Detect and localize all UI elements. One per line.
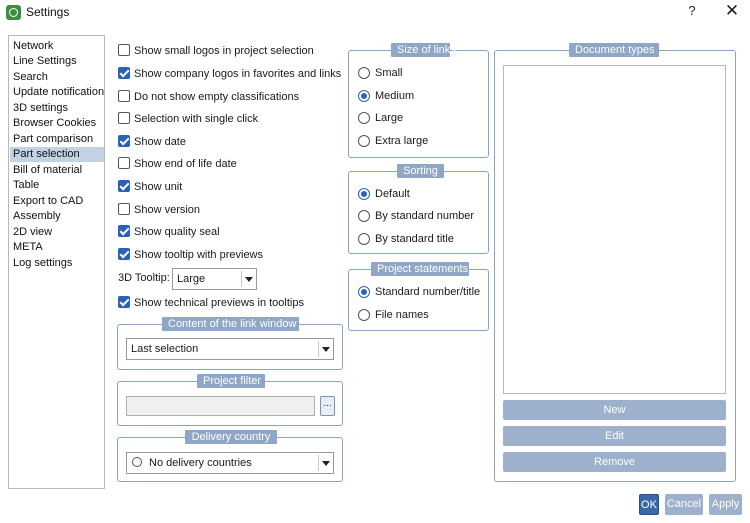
project-filter-group: Project filter ...	[117, 374, 343, 426]
radio-label: Default	[375, 188, 410, 200]
checkbox-label: Show version	[134, 204, 201, 216]
apply-button[interactable]: Apply	[709, 494, 742, 515]
size-of-links-group: Size of links Small Medium Large Extra l…	[348, 43, 489, 158]
link-window-value: Last selection	[131, 343, 199, 355]
checkbox-box[interactable]	[118, 67, 130, 79]
group-title: Project filter	[197, 374, 265, 388]
checkbox-box[interactable]	[118, 157, 130, 169]
radio-label: Small	[375, 67, 403, 79]
checkbox-label: Do not show empty classifications	[134, 91, 300, 103]
radio-label: File names	[375, 309, 429, 321]
checkbox-label: Show technical previews in tooltips	[134, 297, 304, 309]
country-icon	[132, 457, 142, 467]
nav-item-search[interactable]: Search	[13, 71, 48, 83]
nav-item-line-settings[interactable]: Line Settings	[13, 55, 77, 67]
checkbox-box[interactable]	[118, 90, 130, 102]
ok-button[interactable]: OK	[639, 494, 659, 515]
delivery-country-select[interactable]: No delivery countries	[126, 452, 334, 474]
nav-item-bill-of-material[interactable]: Bill of material	[13, 164, 83, 176]
checkbox-box[interactable]	[118, 44, 130, 56]
checkbox-label: Show quality seal	[134, 226, 220, 238]
checkbox-label: Show small logos in project selection	[134, 45, 314, 57]
checkbox-box[interactable]	[118, 296, 130, 308]
radio-button[interactable]	[358, 286, 370, 298]
radio-label: By standard number	[375, 210, 475, 222]
radio-button[interactable]	[358, 233, 370, 245]
group-title: Project statements	[371, 262, 469, 276]
chevron-down-icon[interactable]	[318, 455, 332, 471]
project-filter-input[interactable]	[126, 396, 315, 416]
radio-label: By standard title	[375, 233, 454, 245]
radio-button[interactable]	[358, 188, 370, 200]
nav-item-2d-view[interactable]: 2D view	[13, 226, 53, 238]
sorting-group: Sorting Default By standard number By st…	[348, 164, 489, 254]
group-title: Delivery country	[185, 430, 277, 444]
radio-label: Medium	[375, 90, 415, 102]
checkbox-label: Show tooltip with previews	[134, 249, 264, 261]
checkbox-box[interactable]	[118, 135, 130, 147]
project-statements-group: Project statements Standard number/title…	[348, 262, 489, 331]
nav-item-log-settings[interactable]: Log settings	[13, 257, 73, 269]
radio-button[interactable]	[358, 112, 370, 124]
nav-item-network[interactable]: Network	[13, 40, 54, 52]
delivery-country-group: Delivery country No delivery countries	[117, 430, 343, 482]
checkbox-box[interactable]	[118, 203, 130, 215]
checkbox-box[interactable]	[118, 225, 130, 237]
radio-button[interactable]	[358, 309, 370, 321]
window-title: Settings	[26, 5, 70, 19]
nav-item-meta[interactable]: META	[13, 241, 43, 253]
checkbox-box[interactable]	[118, 112, 130, 124]
settings-category-list[interactable]: Network Line Settings Search Update noti…	[8, 35, 105, 489]
cancel-button[interactable]: Cancel	[665, 494, 703, 515]
radio-button[interactable]	[358, 135, 370, 147]
nav-item-table[interactable]: Table	[13, 179, 40, 191]
group-title: Content of the link window	[162, 317, 299, 331]
radio-button[interactable]	[358, 210, 370, 222]
checkbox-box[interactable]	[118, 248, 130, 260]
nav-item-assembly[interactable]: Assembly	[13, 210, 61, 222]
chevron-down-icon[interactable]	[318, 341, 332, 357]
radio-button[interactable]	[358, 90, 370, 102]
radio-button[interactable]	[358, 67, 370, 79]
checkbox-box[interactable]	[118, 180, 130, 192]
checkbox-label: Selection with single click	[134, 113, 259, 125]
nav-item-part-comparison[interactable]: Part comparison	[13, 133, 94, 145]
delivery-country-value: No delivery countries	[149, 457, 252, 469]
nav-item-browser-cookies[interactable]: Browser Cookies	[13, 117, 97, 129]
group-title: Sorting	[397, 164, 444, 178]
help-button[interactable]: ?	[688, 3, 696, 18]
tooltip-3d-select[interactable]: Large	[172, 268, 257, 290]
new-document-type-button[interactable]: New	[503, 400, 726, 420]
tooltip-3d-value: Large	[177, 273, 206, 285]
project-filter-browse-button[interactable]: ...	[320, 396, 335, 416]
tooltip-3d-label: 3D Tooltip:	[118, 272, 170, 284]
checkbox-label: Show unit	[134, 181, 183, 193]
group-title: Size of links	[391, 43, 456, 57]
link-window-select[interactable]: Last selection	[126, 338, 334, 360]
remove-document-type-button[interactable]: Remove	[503, 452, 726, 472]
radio-label: Large	[375, 112, 404, 124]
app-icon	[6, 5, 21, 20]
close-button[interactable]: ✕	[724, 1, 740, 20]
nav-item-part-selection[interactable]: Part selection	[10, 147, 104, 162]
radio-label: Standard number/title	[375, 286, 481, 298]
document-types-list[interactable]	[503, 65, 726, 394]
nav-item-export-to-cad[interactable]: Export to CAD	[13, 195, 84, 207]
group-title: Document types	[569, 43, 659, 57]
nav-item-update-notification[interactable]: Update notification	[13, 86, 105, 98]
chevron-down-icon[interactable]	[241, 271, 255, 287]
checkbox-label: Show end of life date	[134, 158, 237, 170]
edit-document-type-button[interactable]: Edit	[503, 426, 726, 446]
radio-label: Extra large	[375, 135, 429, 147]
checkbox-label: Show date	[134, 136, 186, 148]
nav-item-3d-settings[interactable]: 3D settings	[13, 102, 69, 114]
checkbox-label: Show company logos in favorites and link…	[134, 68, 342, 80]
title-bar	[0, 0, 750, 26]
link-window-group: Content of the link window Last selectio…	[117, 317, 343, 370]
